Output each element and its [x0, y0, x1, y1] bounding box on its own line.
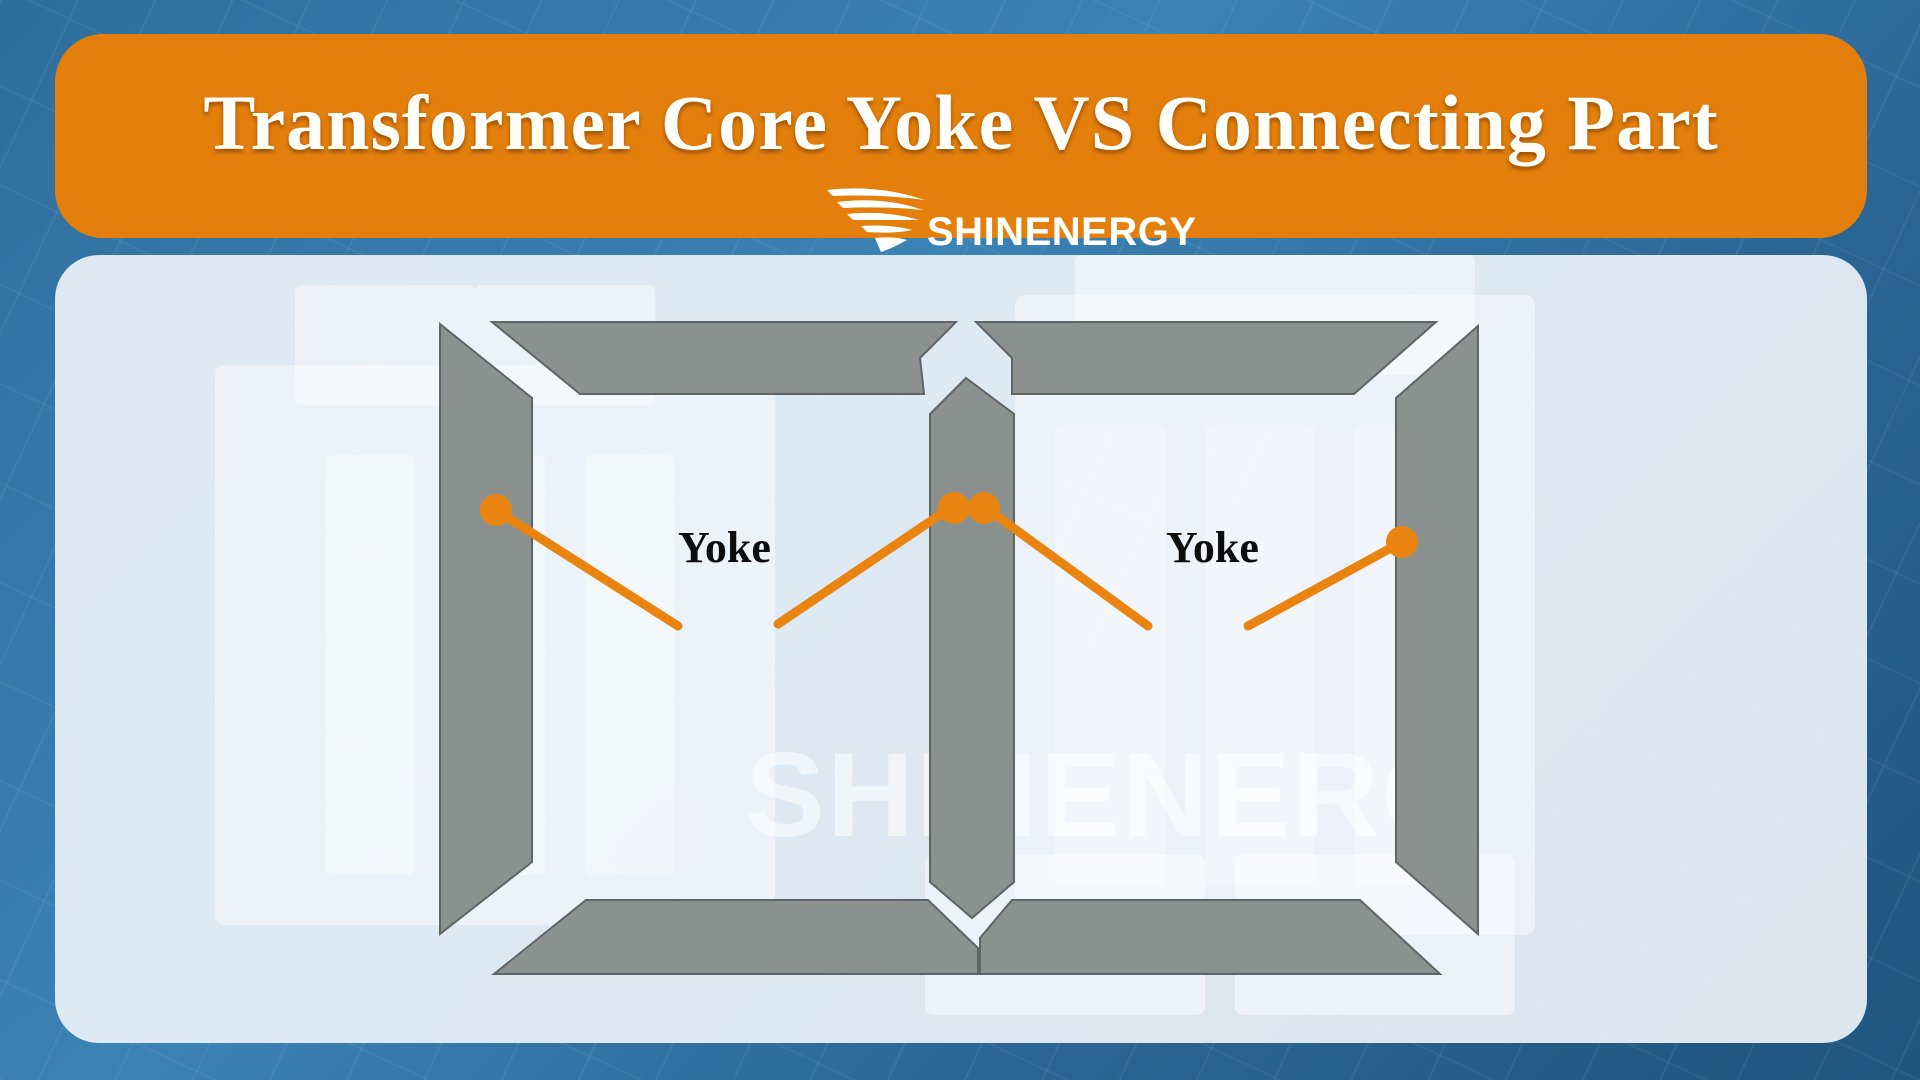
- brand-logo-text: SHINENERGY: [927, 210, 1197, 254]
- arrow-center-to-left-yoke: [773, 503, 955, 629]
- top-yoke-left: [489, 321, 959, 395]
- bottom-yoke-left: [491, 899, 979, 975]
- wing-logo-icon: [827, 188, 925, 252]
- yoke-label-left: Yoke: [678, 523, 771, 572]
- bottom-yoke-right: [979, 899, 1443, 975]
- left-limb: [439, 321, 533, 937]
- center-limb: [929, 376, 1015, 920]
- page-title: Transformer Core Yoke VS Connecting Part: [203, 79, 1719, 166]
- yoke-label-right: Yoke: [1166, 523, 1259, 572]
- right-limb: [1395, 323, 1479, 937]
- top-yoke-right: [973, 321, 1439, 395]
- arrow-origin-center-a: [938, 492, 970, 524]
- arrow-center-to-right-yoke: [981, 503, 1153, 631]
- arrow-origin-left: [480, 494, 512, 526]
- arrow-origin-center-b: [968, 492, 1000, 524]
- arrow-right-to-yoke: [1243, 537, 1407, 631]
- watermark-text: SHINENERG: [745, 728, 1477, 862]
- arrow-origin-right: [1386, 526, 1418, 558]
- header-banner: Transformer Core Yoke VS Connecting Part…: [55, 34, 1867, 252]
- brand-logo: SHINENERGY: [827, 182, 1207, 262]
- arrow-left-to-yoke: [491, 505, 683, 631]
